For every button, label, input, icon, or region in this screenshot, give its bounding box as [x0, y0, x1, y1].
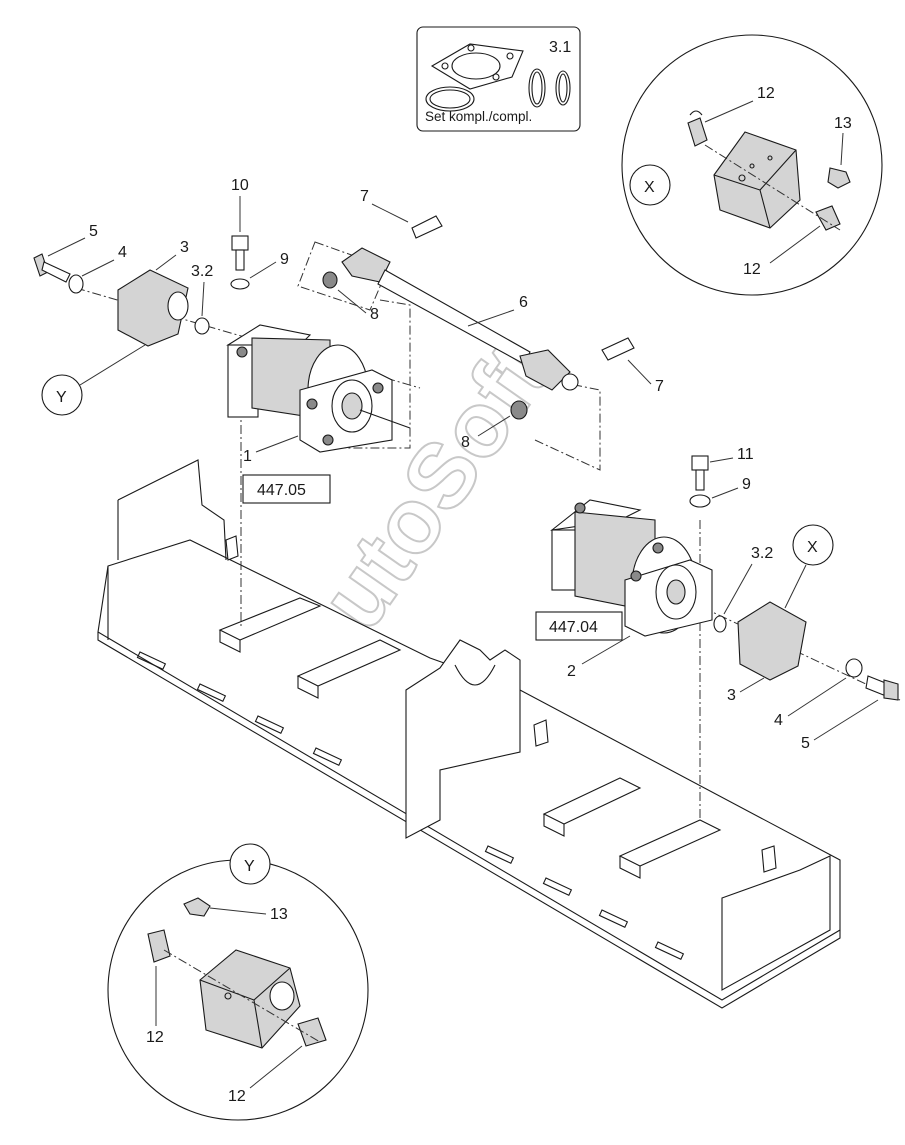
detail-x-label-12-bottom: 12: [743, 261, 761, 278]
callout-5-left: 5: [89, 223, 98, 240]
callout-11: 11: [737, 446, 754, 463]
callout-8-top: 8: [370, 306, 379, 323]
callout-1: 1: [243, 448, 252, 465]
pointer-y: Y: [41, 344, 146, 416]
detail-y-view: Y 13 12 12: [107, 843, 369, 1121]
set-number: 3.1: [549, 39, 571, 56]
callout-7-right: 7: [655, 378, 664, 395]
callout-3-left: 3: [180, 239, 189, 256]
detail-y-label-12-left: 12: [146, 1029, 164, 1046]
callout-3-2-right: 3.2: [751, 545, 773, 562]
reference-447-04: 447.04: [549, 619, 598, 636]
callout-3-2-left: 3.2: [191, 263, 213, 280]
pointer-x: X: [784, 524, 834, 609]
cardan-shaft: [341, 247, 579, 391]
callout-4-left: 4: [118, 244, 127, 261]
pointer-x-letter: X: [807, 539, 818, 556]
detail-y-label-13: 13: [270, 906, 288, 923]
detail-x-letter: X: [644, 179, 655, 196]
callout-9-left: 9: [280, 251, 289, 268]
detail-x-view: X 12 13 12: [621, 34, 883, 296]
callout-9-right: 9: [742, 476, 751, 493]
callout-labels: 10 9 7 5 4 3 3.2 8 6 7 8 1 11 9 3.2 2 3 …: [47, 177, 879, 752]
detail-y-label-12-bottom: 12: [228, 1088, 246, 1105]
set-caption: Set kompl./compl.: [425, 109, 532, 124]
detail-x-label-13: 13: [834, 115, 852, 132]
callout-10: 10: [231, 177, 249, 194]
seal-set-box: 3.1 Set kompl./compl.: [416, 26, 581, 132]
right-hardware: [510, 337, 899, 701]
callout-6: 6: [519, 294, 528, 311]
pointer-y-letter: Y: [56, 389, 67, 406]
hydraulic-motor-2: [550, 499, 713, 637]
callout-8-right: 8: [461, 434, 470, 451]
callout-3-right: 3: [727, 687, 736, 704]
base-frame: [97, 459, 841, 1009]
hydraulic-motor-1: [226, 324, 411, 453]
reference-447-05: 447.05: [257, 482, 306, 499]
callout-7-top: 7: [360, 188, 369, 205]
left-hardware: [33, 215, 443, 347]
callout-4-right: 4: [774, 712, 783, 729]
reference-box-447-05: 447.05: [242, 474, 331, 504]
callout-2: 2: [567, 663, 576, 680]
detail-x-label-12-top: 12: [757, 85, 775, 102]
callout-5-right: 5: [801, 735, 810, 752]
reference-box-447-04: 447.04: [535, 611, 623, 641]
detail-y-letter: Y: [244, 858, 255, 875]
